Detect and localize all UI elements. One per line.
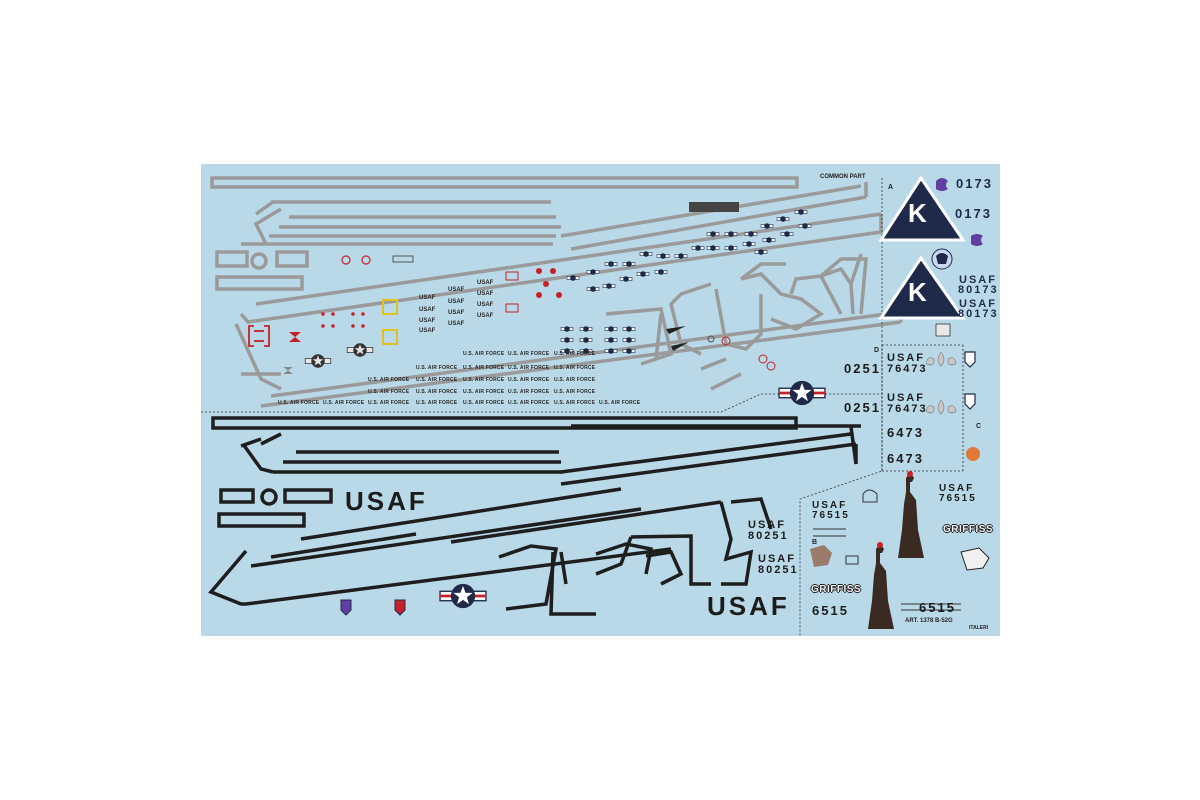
usaf-small-5: USAF [448,287,465,293]
serial-d-2: 0251 [844,400,881,415]
usaf-small-3: USAF [419,318,436,324]
us-air-force-12: U.S. AIR FORCE [554,377,596,383]
usaf-small-11: USAF [477,302,494,308]
full-serial-c-1: 76473 [887,363,928,375]
short-serial-c-1: 6473 [887,425,924,440]
usaf-b-2: USAF [939,483,975,494]
us-air-force-3: U.S. AIR FORCE [554,351,596,357]
tail-letter-2: K [908,277,927,307]
decal-sheet: COMMON PART A B C D K K 0173 0173 USAF 8… [201,164,1000,636]
usaf-lb-1: USAF [748,519,786,531]
usaf-small-12: USAF [477,313,494,319]
usaf-c-1: USAF [887,352,925,364]
us-air-force-23: U.S. AIR FORCE [508,400,550,406]
us-air-force-21: U.S. AIR FORCE [416,400,458,406]
usaf-small-6: USAF [448,299,465,305]
griffiss-1: GRIFFISS [943,524,994,535]
statue-of-liberty-decals [810,471,990,629]
usaf-small-4: USAF [419,328,436,334]
decal-artwork [201,175,990,636]
us-air-force-9: U.S. AIR FORCE [416,377,458,383]
short-serial-c-2: 6473 [887,451,924,466]
section-letter-d: D [874,347,880,354]
us-air-force-4: U.S. AIR FORCE [416,365,458,371]
usaf-c-2: USAF [887,392,925,404]
full-serial-b-1: 76515 [812,510,850,521]
usaf-small-9: USAF [477,280,494,286]
us-air-force-10: U.S. AIR FORCE [463,377,505,383]
tail-letter-1: K [908,198,927,228]
serial-d-1: 0251 [844,361,881,376]
usaf-small-2: USAF [419,307,436,313]
us-air-force-25: U.S. AIR FORCE [599,400,641,406]
full-serial-a-2: 80173 [958,308,999,320]
usaf-a-2: USAF [959,298,997,310]
section-letter-b: B [812,539,818,546]
us-air-force-1: U.S. AIR FORCE [463,351,505,357]
us-air-force-24: U.S. AIR FORCE [554,400,596,406]
us-air-force-8: U.S. AIR FORCE [368,377,410,383]
short-serial-b-2: 6515 [919,600,956,615]
us-air-force-16: U.S. AIR FORCE [508,389,550,395]
common-part-label: COMMON PART [820,174,866,180]
us-air-force-22: U.S. AIR FORCE [463,400,505,406]
us-air-force-13: U.S. AIR FORCE [368,389,410,395]
usaf-lb-2: USAF [758,553,796,565]
serial-a-1: 0173 [956,176,993,191]
griffiss-2: GRIFFISS [811,584,862,595]
usaf-small-8: USAF [448,321,465,327]
us-air-force-19: U.S. AIR FORCE [323,400,365,406]
us-air-force-17: U.S. AIR FORCE [554,389,596,395]
usaf-large-1: USAF [345,486,428,516]
us-air-force-14: U.S. AIR FORCE [416,389,458,395]
italeri-brand: ITALERI [969,625,989,631]
usaf-large-2: USAF [707,591,790,621]
us-air-force-5: U.S. AIR FORCE [463,365,505,371]
us-air-force-20: U.S. AIR FORCE [368,400,410,406]
national-insignia-large [778,380,826,406]
upper-small-decals [248,202,776,374]
full-serial-b-2: 76515 [939,493,977,504]
usaf-small-7: USAF [448,310,465,316]
us-air-force-15: U.S. AIR FORCE [463,389,505,395]
full-serial-lb-1: 80251 [748,530,789,542]
usaf-small-1: USAF [419,295,436,301]
usaf-b-1: USAF [812,500,848,511]
full-serial-lb-2: 80251 [758,564,799,576]
small-outlines-b [813,489,961,611]
full-serial-c-2: 76473 [887,403,928,415]
usaf-small-10: USAF [477,291,494,297]
tail-triangles [878,175,983,337]
serial-a-2: 0173 [955,206,992,221]
full-serial-a-1: 80173 [958,284,999,296]
us-air-force-11: U.S. AIR FORCE [508,377,550,383]
usaf-a-1: USAF [959,274,997,286]
us-air-force-18: U.S. AIR FORCE [278,400,320,406]
short-serial-b-1: 6515 [812,603,849,618]
section-letter-a: A [888,184,894,191]
article-number: ART. 1378 B-52G [905,618,953,624]
section-letter-c: C [976,423,982,430]
us-air-force-2: U.S. AIR FORCE [508,351,550,357]
us-air-force-7: U.S. AIR FORCE [554,365,596,371]
unit-badges [340,351,980,616]
black-walkway-lines [208,416,861,616]
national-insignia-lower [439,583,487,609]
us-air-force-6: U.S. AIR FORCE [508,365,550,371]
